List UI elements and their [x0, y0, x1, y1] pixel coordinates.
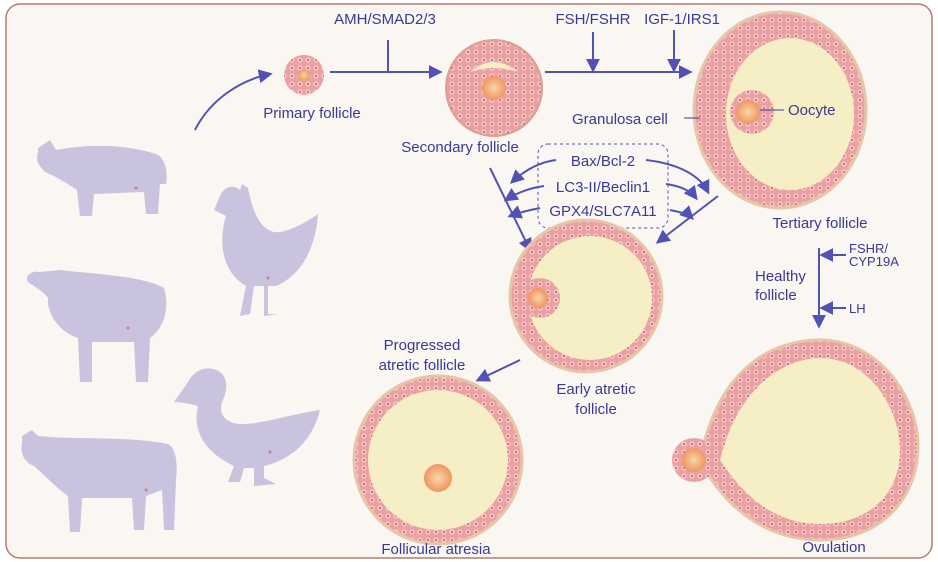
signal-lh: LH	[849, 301, 866, 316]
signal-gpx4: GPX4/SLC7A11	[549, 203, 656, 220]
label-granulosa-cell: Granulosa cell	[572, 111, 668, 128]
label-progressed-2: atretic follicle	[379, 357, 466, 374]
signal-igf: IGF-1/IRS1	[644, 11, 720, 28]
label-follicular-atresia: Follicular atresia	[381, 541, 491, 558]
label-early-atretic-2: follicle	[575, 401, 617, 418]
label-tertiary-follicle: Tertiary follicle	[772, 215, 867, 232]
early-atretic-follicle	[508, 218, 664, 374]
atretic-follicle	[352, 374, 524, 546]
tertiary-follicle	[684, 10, 868, 210]
signal-lc3: LC3-II/Beclin1	[556, 179, 650, 196]
sheep-icon	[26, 270, 167, 382]
secondary-follicle	[445, 39, 543, 137]
label-oocyte: Oocyte	[788, 102, 836, 119]
label-ovulation: Ovulation	[802, 539, 865, 556]
label-early-atretic-1: Early atretic	[556, 381, 636, 398]
primary-follicle	[284, 55, 324, 95]
signal-amh: AMH/SMAD2/3	[334, 11, 436, 28]
animal-silhouettes	[21, 140, 320, 532]
cow-icon	[21, 430, 177, 532]
label-progressed-1: Progressed	[384, 337, 461, 354]
label-healthy-2: follicle	[755, 287, 797, 304]
signal-fsh: FSH/FSHR	[556, 11, 631, 28]
signal-bax: Bax/Bcl-2	[571, 153, 635, 170]
pig-icon	[36, 140, 167, 216]
ovulation-follicle	[672, 338, 920, 542]
signal-fshr-2: CYP19A	[849, 254, 899, 269]
chicken-icon	[214, 184, 318, 316]
duck-icon	[174, 368, 320, 486]
label-primary-follicle: Primary follicle	[263, 105, 361, 122]
signal-fshr-1: FSHR/	[849, 241, 888, 256]
label-secondary-follicle: Secondary follicle	[401, 139, 519, 156]
inhibition-bar	[379, 40, 397, 73]
labels: AMH/SMAD2/3 FSH/FSHR IGF-1/IRS1 Primary …	[263, 11, 899, 558]
label-healthy-1: Healthy	[755, 268, 806, 285]
pathway-arrows	[194, 30, 846, 382]
